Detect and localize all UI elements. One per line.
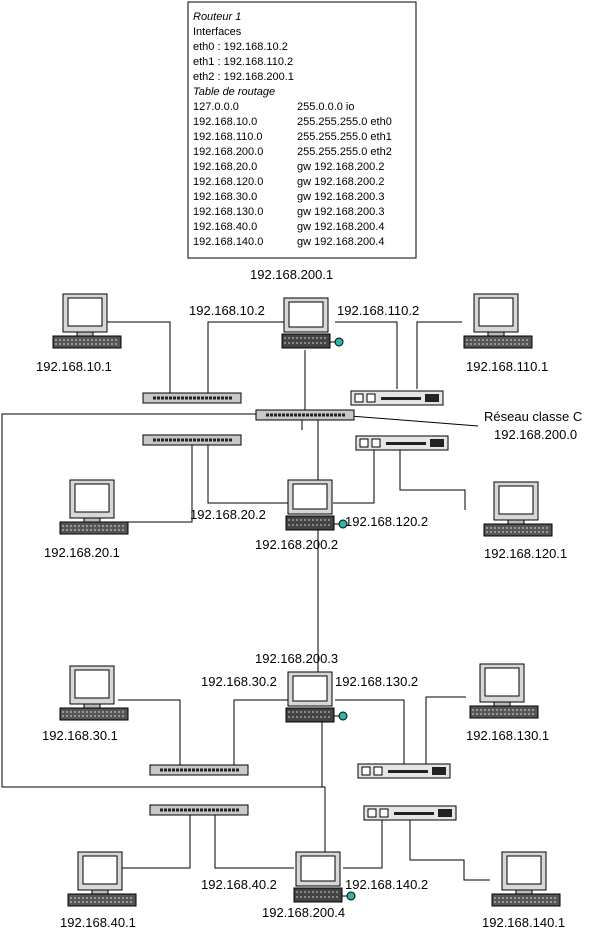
pc-192-168-120-1 (483, 481, 553, 537)
router-2-lan-b-label: 192.168.120.2 (345, 514, 428, 529)
hub-lan-10 (141, 391, 243, 405)
routing-heading: Table de routage (193, 86, 275, 98)
interface-eth0: eth0 : 192.168.10.2 (193, 41, 288, 53)
pc-10-label: 192.168.10.1 (36, 359, 112, 374)
router-1-eth1-label: 192.168.110.2 (337, 303, 419, 318)
router-3-lan-a-label: 192.168.30.2 (201, 674, 277, 689)
router-3-lan-b-label: 192.168.130.2 (335, 674, 418, 689)
modem-lan-140 (363, 805, 457, 821)
pc-192-168-40-1 (67, 851, 137, 907)
route-dest: 127.0.0.0 (193, 101, 239, 113)
route-via: gw 192.168.200.4 (297, 221, 384, 233)
pc-30-label: 192.168.30.1 (42, 728, 118, 743)
route-via: 255.0.0.0 io (297, 101, 355, 113)
route-dest: 192.168.30.0 (193, 191, 257, 203)
router-3-wan-label: 192.168.200.3 (255, 651, 338, 666)
network-links (1, 321, 490, 881)
router-4-wan-label: 192.168.200.4 (262, 905, 345, 920)
hub-backbone (254, 408, 356, 422)
pc-40-label: 192.168.40.1 (60, 915, 136, 930)
interface-eth2: eth2 : 192.168.200.1 (193, 71, 294, 83)
modem-lan-130 (357, 763, 451, 779)
pc-120-label: 192.168.120.1 (484, 546, 567, 561)
pc-192-168-30-1 (59, 665, 129, 721)
router-1 (281, 297, 344, 349)
route-dest: 192.168.130.0 (193, 206, 263, 218)
hub-lan-40 (148, 803, 250, 817)
route-dest: 192.168.40.0 (193, 221, 257, 233)
route-via: gw 192.168.200.3 (297, 191, 384, 203)
route-dest: 192.168.20.0 (193, 161, 257, 173)
route-via: gw 192.168.200.2 (297, 176, 384, 188)
route-via: 255.255.255.0 eth1 (297, 131, 392, 143)
route-via: gw 192.168.200.4 (297, 236, 384, 248)
router-2 (285, 479, 348, 531)
router-4-lan-b-label: 192.168.140.2 (345, 877, 428, 892)
modem-lan-110 (350, 390, 444, 406)
class-c-address: 192.168.200.0 (494, 427, 577, 442)
route-dest: 192.168.110.0 (193, 131, 263, 143)
pc-130-label: 192.168.130.1 (466, 728, 549, 743)
router-title: Routeur 1 (193, 11, 241, 23)
pc-192-168-10-1 (52, 293, 122, 349)
hub-lan-30 (148, 763, 250, 777)
route-dest: 192.168.10.0 (193, 116, 257, 128)
route-dest: 192.168.200.0 (193, 146, 263, 158)
router-4-lan-a-label: 192.168.40.2 (201, 877, 277, 892)
route-dest: 192.168.140.0 (193, 236, 263, 248)
pc-192-168-140-1 (491, 851, 561, 907)
pc-192-168-20-1 (59, 479, 129, 535)
router-1-eth0-label: 192.168.10.2 (189, 303, 265, 318)
pc-110-label: 192.168.110.1 (466, 359, 548, 374)
routing-table: Routeur 1 Interfaces eth0 : 192.168.10.2… (193, 11, 392, 248)
pc-192-168-110-1 (463, 293, 533, 349)
route-via: 255.255.255.0 eth2 (297, 146, 392, 158)
route-via: gw 192.168.200.3 (297, 206, 384, 218)
interface-eth1: eth1 : 192.168.110.2 (193, 56, 293, 68)
pc-140-label: 192.168.140.1 (482, 915, 565, 930)
class-c-label: Réseau classe C (484, 409, 582, 424)
pc-192-168-130-1 (469, 663, 539, 719)
modem-lan-120 (355, 435, 449, 451)
interfaces-heading: Interfaces (193, 26, 242, 38)
pc-20-label: 192.168.20.1 (44, 545, 120, 560)
hub-lan-20 (141, 433, 243, 447)
router-2-lan-a-label: 192.168.20.2 (190, 507, 266, 522)
route-via: 255.255.255.0 eth0 (297, 116, 392, 128)
route-via: gw 192.168.200.2 (297, 161, 384, 173)
router-2-wan-label: 192.168.200.2 (255, 537, 338, 552)
router-1-wan-label: 192.168.200.1 (250, 267, 333, 282)
route-dest: 192.168.120.0 (193, 176, 263, 188)
routing-table-box (187, 1, 417, 259)
